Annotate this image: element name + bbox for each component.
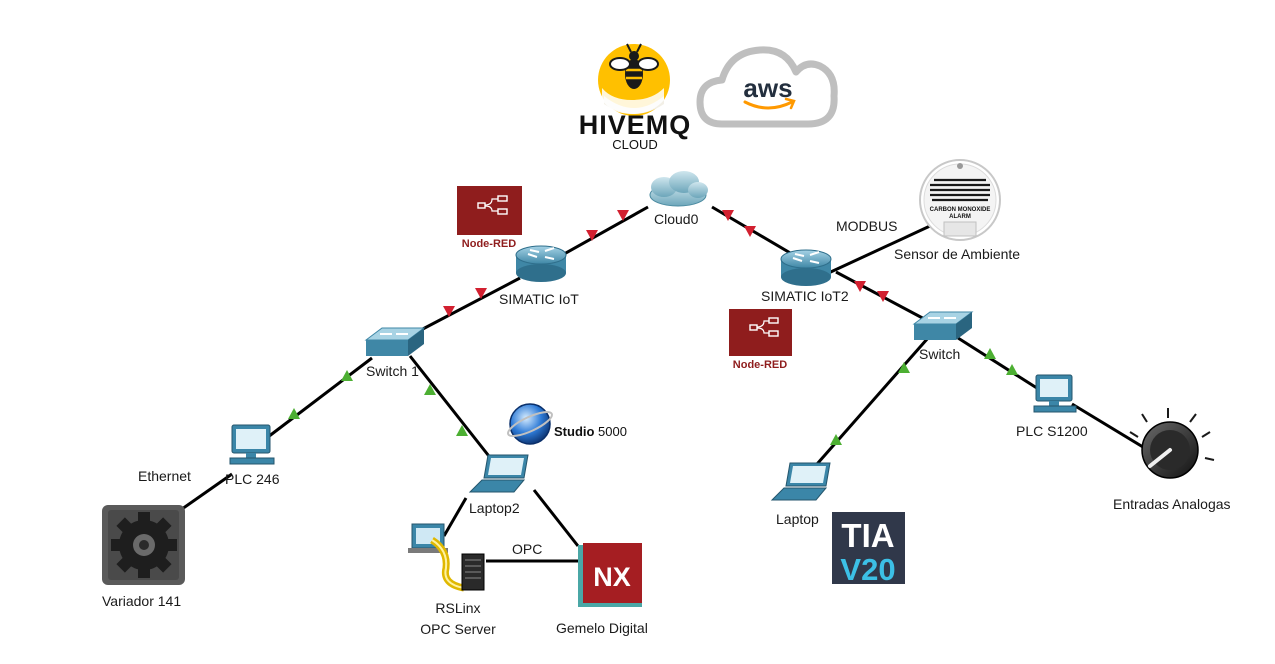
- link-switch1-laptop2[interactable]: [408, 355, 494, 461]
- link-status-green: [456, 425, 468, 436]
- link-status-arrows: [288, 210, 1018, 445]
- tia-text: TIA: [841, 517, 894, 554]
- opc-link-label: OPC: [512, 541, 543, 557]
- tia-version-text: V20: [840, 552, 895, 587]
- studio5000-logo: Studio 5000: [507, 403, 627, 445]
- link-status-red: [475, 288, 487, 299]
- plc246-pc-icon[interactable]: [229, 424, 275, 465]
- link-switch1-plc246[interactable]: [263, 356, 373, 442]
- cloud0-label: Cloud0: [654, 211, 699, 227]
- modbus-link-label: MODBUS: [836, 218, 898, 234]
- link-status-red: [877, 291, 889, 302]
- variador-gear-icon[interactable]: [102, 505, 185, 585]
- link-status-green: [288, 408, 300, 419]
- link-status-green: [830, 434, 842, 445]
- link-status-red: [586, 230, 598, 241]
- link-status-green: [984, 348, 996, 359]
- node-red-logo-2: Node-RED: [729, 309, 792, 371]
- switch-label: Switch: [919, 346, 961, 362]
- link-status-red: [722, 210, 734, 221]
- hivemq-logo-text: HIVEMQ: [579, 110, 692, 140]
- aws-logo: aws: [696, 46, 838, 128]
- plc246-label: PLC 246: [225, 471, 280, 487]
- gemelo-digital-label: Gemelo Digital: [556, 620, 648, 636]
- hivemq-cloud-text: CLOUD: [612, 137, 658, 152]
- laptop-label: Laptop: [776, 511, 819, 527]
- opc-server-label: OPC Server: [420, 621, 496, 637]
- switch1-label: Switch 1: [366, 363, 419, 379]
- laptop-icon[interactable]: [770, 462, 831, 501]
- link-status-red: [744, 226, 756, 237]
- aws-logo-text: aws: [743, 73, 792, 103]
- link-plcs1200-entradas[interactable]: [1071, 402, 1149, 452]
- studio-number-text: 5000: [598, 424, 627, 439]
- link-iot2-sensor[interactable]: [821, 224, 931, 278]
- link-switch-laptop[interactable]: [808, 337, 930, 473]
- co-sensor-icon[interactable]: CARBON MONOXIDE ALARM: [919, 159, 1001, 241]
- simatic-iot-label: SIMATIC IoT: [499, 291, 579, 307]
- link-status-green: [424, 384, 436, 395]
- simatic-iot2-router-icon[interactable]: [780, 249, 832, 286]
- studio-text: Studio: [554, 424, 594, 439]
- variador-label: Variador 141: [102, 593, 182, 609]
- laptop2-label: Laptop2: [469, 500, 520, 516]
- simatic-iot2-label: SIMATIC IoT2: [761, 288, 849, 304]
- co-alarm-text-1: CARBON MONOXIDE: [930, 207, 991, 213]
- entradas-analogas-label: Entradas Analogas: [1113, 496, 1231, 512]
- switch-icon[interactable]: [912, 311, 974, 340]
- link-status-green: [898, 362, 910, 373]
- switch1-icon[interactable]: [364, 327, 426, 356]
- rslinx-label: RSLinx: [435, 600, 481, 616]
- ethernet-link-label: Ethernet: [138, 468, 191, 484]
- node-red-logo: Node-RED: [457, 186, 522, 250]
- plc-s1200-label: PLC S1200: [1016, 423, 1088, 439]
- node-red-logo-text: Node-RED: [462, 238, 516, 250]
- link-laptop2-rslinx[interactable]: [442, 497, 468, 537]
- link-status-red: [854, 281, 866, 292]
- link-status-red: [617, 210, 629, 221]
- analog-knob-icon[interactable]: [1129, 408, 1215, 479]
- link-status-green: [1006, 364, 1018, 375]
- rslinx-opc-server-icon[interactable]: [408, 523, 485, 592]
- sensor-label: Sensor de Ambiente: [894, 246, 1021, 262]
- link-switch-plcs1200[interactable]: [957, 336, 1041, 392]
- laptop2-icon[interactable]: [468, 454, 529, 493]
- nx-logo-text: NX: [593, 562, 631, 592]
- co-alarm-text-2: ALARM: [949, 214, 971, 220]
- node-red-logo-text: Node-RED: [733, 359, 787, 371]
- link-laptop2-gemelo[interactable]: [532, 489, 580, 547]
- hivemq-logo: HIVEMQ CLOUD: [579, 43, 692, 152]
- cloud0-icon[interactable]: [649, 171, 708, 207]
- link-status-red: [443, 306, 455, 317]
- simatic-iot-router-icon[interactable]: [515, 245, 567, 282]
- link-status-green: [341, 370, 353, 381]
- nx-gemelo-digital-icon[interactable]: NX: [578, 543, 642, 607]
- plc-s1200-pc-icon[interactable]: [1033, 374, 1077, 413]
- tia-v20-logo: TIA V20: [832, 512, 905, 587]
